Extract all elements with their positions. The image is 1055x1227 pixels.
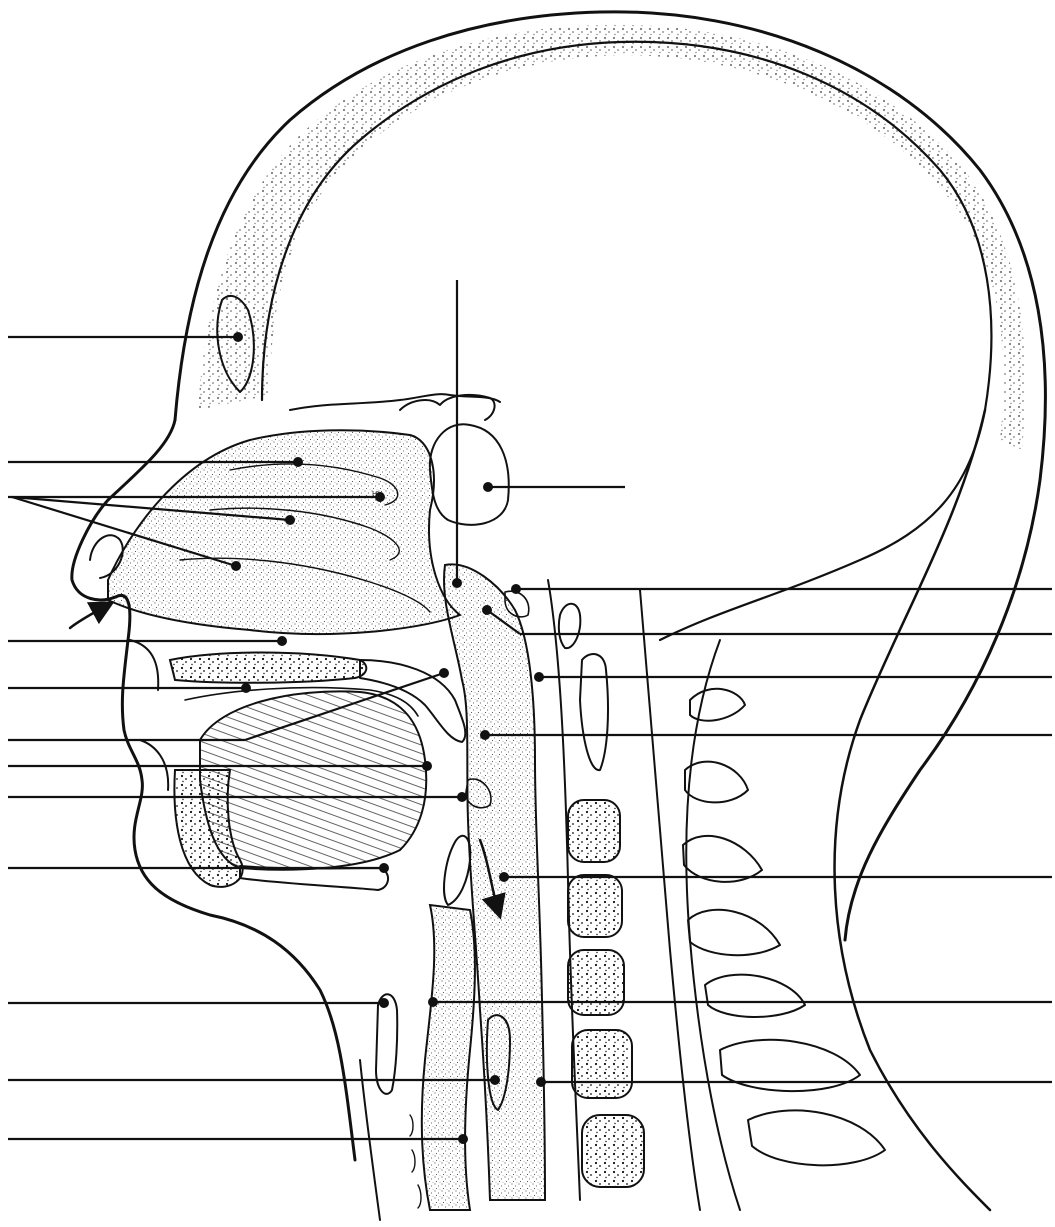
leader-dot-thyroid-cartilage (379, 998, 389, 1008)
sphenoid-sinus (430, 424, 509, 525)
axis-dens (580, 654, 608, 770)
vertebra-body-c7 (582, 1115, 644, 1187)
vertebra-body-c4 (568, 875, 622, 937)
skull-base (290, 394, 500, 410)
leader-dot-soft-palate (439, 668, 449, 678)
cervical-spine (548, 410, 990, 1210)
leader-dot-cricoid-cartilage (490, 1075, 500, 1085)
leader-dot-sphenoid-sinus (483, 482, 493, 492)
leader-dot-epiglottis (457, 792, 467, 802)
leader-dot-frontal-sinus (233, 332, 243, 342)
hard-palate (170, 653, 366, 683)
leader-dot-vocal-fold (428, 997, 438, 1007)
larynx (422, 905, 475, 1210)
leader-dot-hard-palate (277, 636, 287, 646)
leader-dot-trachea (458, 1134, 468, 1144)
vertebra-body-c3 (568, 800, 620, 862)
nostril-arrow (70, 606, 106, 628)
epiglottis (444, 836, 470, 905)
leader-dot-conchae-a (375, 492, 385, 502)
leader-dot-nasopharynx (482, 605, 492, 615)
upper-lip (130, 640, 158, 690)
calvarium-diploe (198, 25, 1025, 450)
trachea-rings (410, 1115, 421, 1208)
spinal-canal-front (640, 590, 700, 1210)
leader-dot-hyoid (379, 863, 389, 873)
spinous-process-c6 (705, 975, 805, 1017)
leader-dot-palatine-tonsil (422, 761, 432, 771)
leader-dot-esophagus (536, 1077, 546, 1087)
leader-dot-oropharynx (480, 730, 490, 740)
leader-dot-auditory-tube (534, 672, 544, 682)
leader-dot-conchae-c (231, 561, 241, 571)
leader-dot-adenoid (511, 584, 521, 594)
leader-dot-conchae-b (285, 515, 295, 525)
vertebra-body-c6 (572, 1030, 632, 1098)
leader-dot-laryngopharynx (499, 872, 509, 882)
nasal-cavity (108, 430, 460, 634)
spinous-process-c3 (685, 762, 748, 803)
spinal-canal-back (686, 640, 740, 1210)
vertebra-body-c5 (568, 950, 624, 1015)
leader-dot-tongue (241, 683, 251, 693)
spinous-process-c5 (688, 910, 780, 955)
atlas (559, 604, 580, 648)
leader-dot-superior-concha (293, 457, 303, 467)
spinous-process-c7 (720, 1040, 860, 1091)
spinous-process-c4 (683, 836, 762, 882)
leader-dot-pharyngeal-tonsil (452, 578, 462, 588)
spinous-process-t1 (748, 1110, 885, 1165)
